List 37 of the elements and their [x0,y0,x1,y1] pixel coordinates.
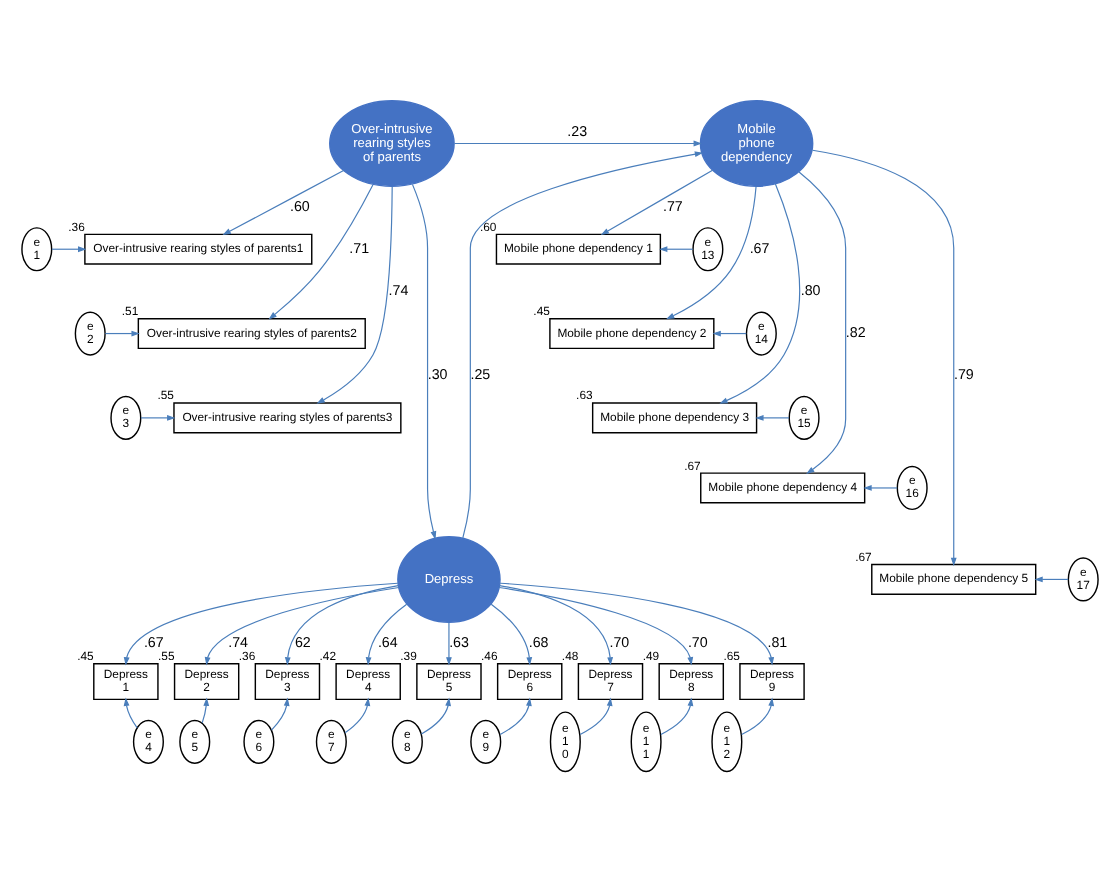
arrow [51,245,87,252]
arrow [719,182,801,403]
arrow [344,696,371,733]
arrow [660,696,694,735]
arrow [712,329,747,336]
arrow [268,183,374,319]
arrow [365,602,408,665]
arrow [490,602,533,665]
arrow [284,583,399,665]
arrow [104,329,140,336]
arrow [600,168,714,235]
arrow [204,585,400,665]
arrow [270,696,290,730]
arrow [579,696,613,735]
arrow [411,182,437,539]
arrow [798,170,847,474]
arrow [123,581,399,665]
arrow [123,696,138,728]
arrow [420,696,451,734]
arrow [446,620,452,665]
arrow [499,583,614,665]
arrow [316,185,393,403]
arrow [454,139,702,146]
arrow [140,413,176,420]
arrow [499,581,775,665]
arrow [755,413,790,420]
arrow [741,696,775,735]
arrow [462,150,704,538]
arrow [222,168,345,235]
arrow [498,585,694,665]
arrow [666,184,757,319]
arrow [201,696,210,723]
arrow [659,245,694,252]
arrow [1034,575,1069,582]
arrow [499,696,532,734]
arrow [863,484,898,490]
arrow [811,148,957,566]
